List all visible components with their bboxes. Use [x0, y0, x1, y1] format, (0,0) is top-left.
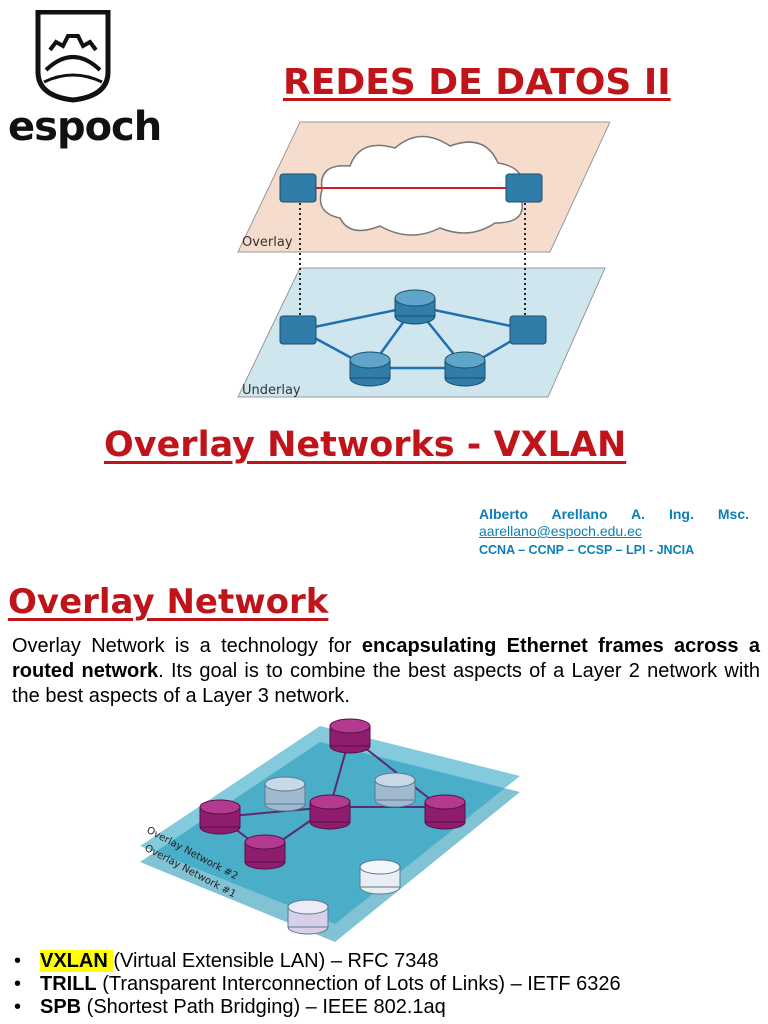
router-icon: [199, 718, 466, 870]
bullet-term: SPB: [40, 996, 82, 1018]
overlay-networks-diagram: Overlay Network #2 Overlay Network #1: [140, 718, 520, 942]
section-paragraph: Overlay Network is a technology for enca…: [12, 634, 760, 709]
router-icon: [264, 772, 416, 935]
switch-icon: [279, 173, 547, 345]
bullet-term: VXLAN: [40, 950, 114, 972]
espoch-logo: [35, 10, 111, 103]
page-title: REDES DE DATOS II: [283, 62, 671, 103]
author-block: Alberto Arellano A. Ing. Msc. aarellano@…: [479, 506, 749, 557]
bullet-text: (Transparent Interconnection of Lots of …: [96, 973, 621, 995]
underlay-plane: [237, 267, 606, 398]
overlay-underlay-diagram: Overlay Underlay: [237, 121, 610, 398]
para-bold-text: encapsulating Ethernet frames across a r…: [12, 635, 760, 682]
para-text-2: . Its goal is to combine the best aspect…: [12, 660, 761, 707]
author-email-link[interactable]: aarellano@espoch.edu.ec: [479, 523, 642, 539]
author-name: Alberto Arellano A. Ing. Msc.: [479, 506, 749, 522]
para-text-1: Overlay Network is a technology for: [12, 635, 362, 657]
underlay-label: Underlay: [242, 383, 301, 398]
list-item: SPB (Shortest Path Bridging) – IEEE 802.…: [14, 996, 754, 1019]
cloud-shape: [319, 135, 524, 236]
bullet-text: (Virtual Extensible LAN) – RFC 7348: [113, 950, 439, 972]
protocol-list: VXLAN (Virtual Extensible LAN) – RFC 734…: [14, 950, 754, 1019]
logo-text: espoch: [8, 104, 162, 150]
list-item: TRILL (Transparent Interconnection of Lo…: [14, 973, 754, 996]
overlay-label: Overlay: [242, 235, 293, 250]
router-icon: [349, 289, 486, 387]
bullet-text: (Shortest Path Bridging) – IEEE 802.1aq: [81, 996, 446, 1018]
section-title: Overlay Network: [8, 582, 329, 622]
slide-subtitle: Overlay Networks - VXLAN: [104, 425, 627, 465]
bullet-term: TRILL: [40, 973, 97, 995]
list-item: VXLAN (Virtual Extensible LAN) – RFC 734…: [14, 950, 754, 973]
author-certifications: CCNA – CCNP – CCSP – LPI - JNCIA: [479, 543, 695, 557]
